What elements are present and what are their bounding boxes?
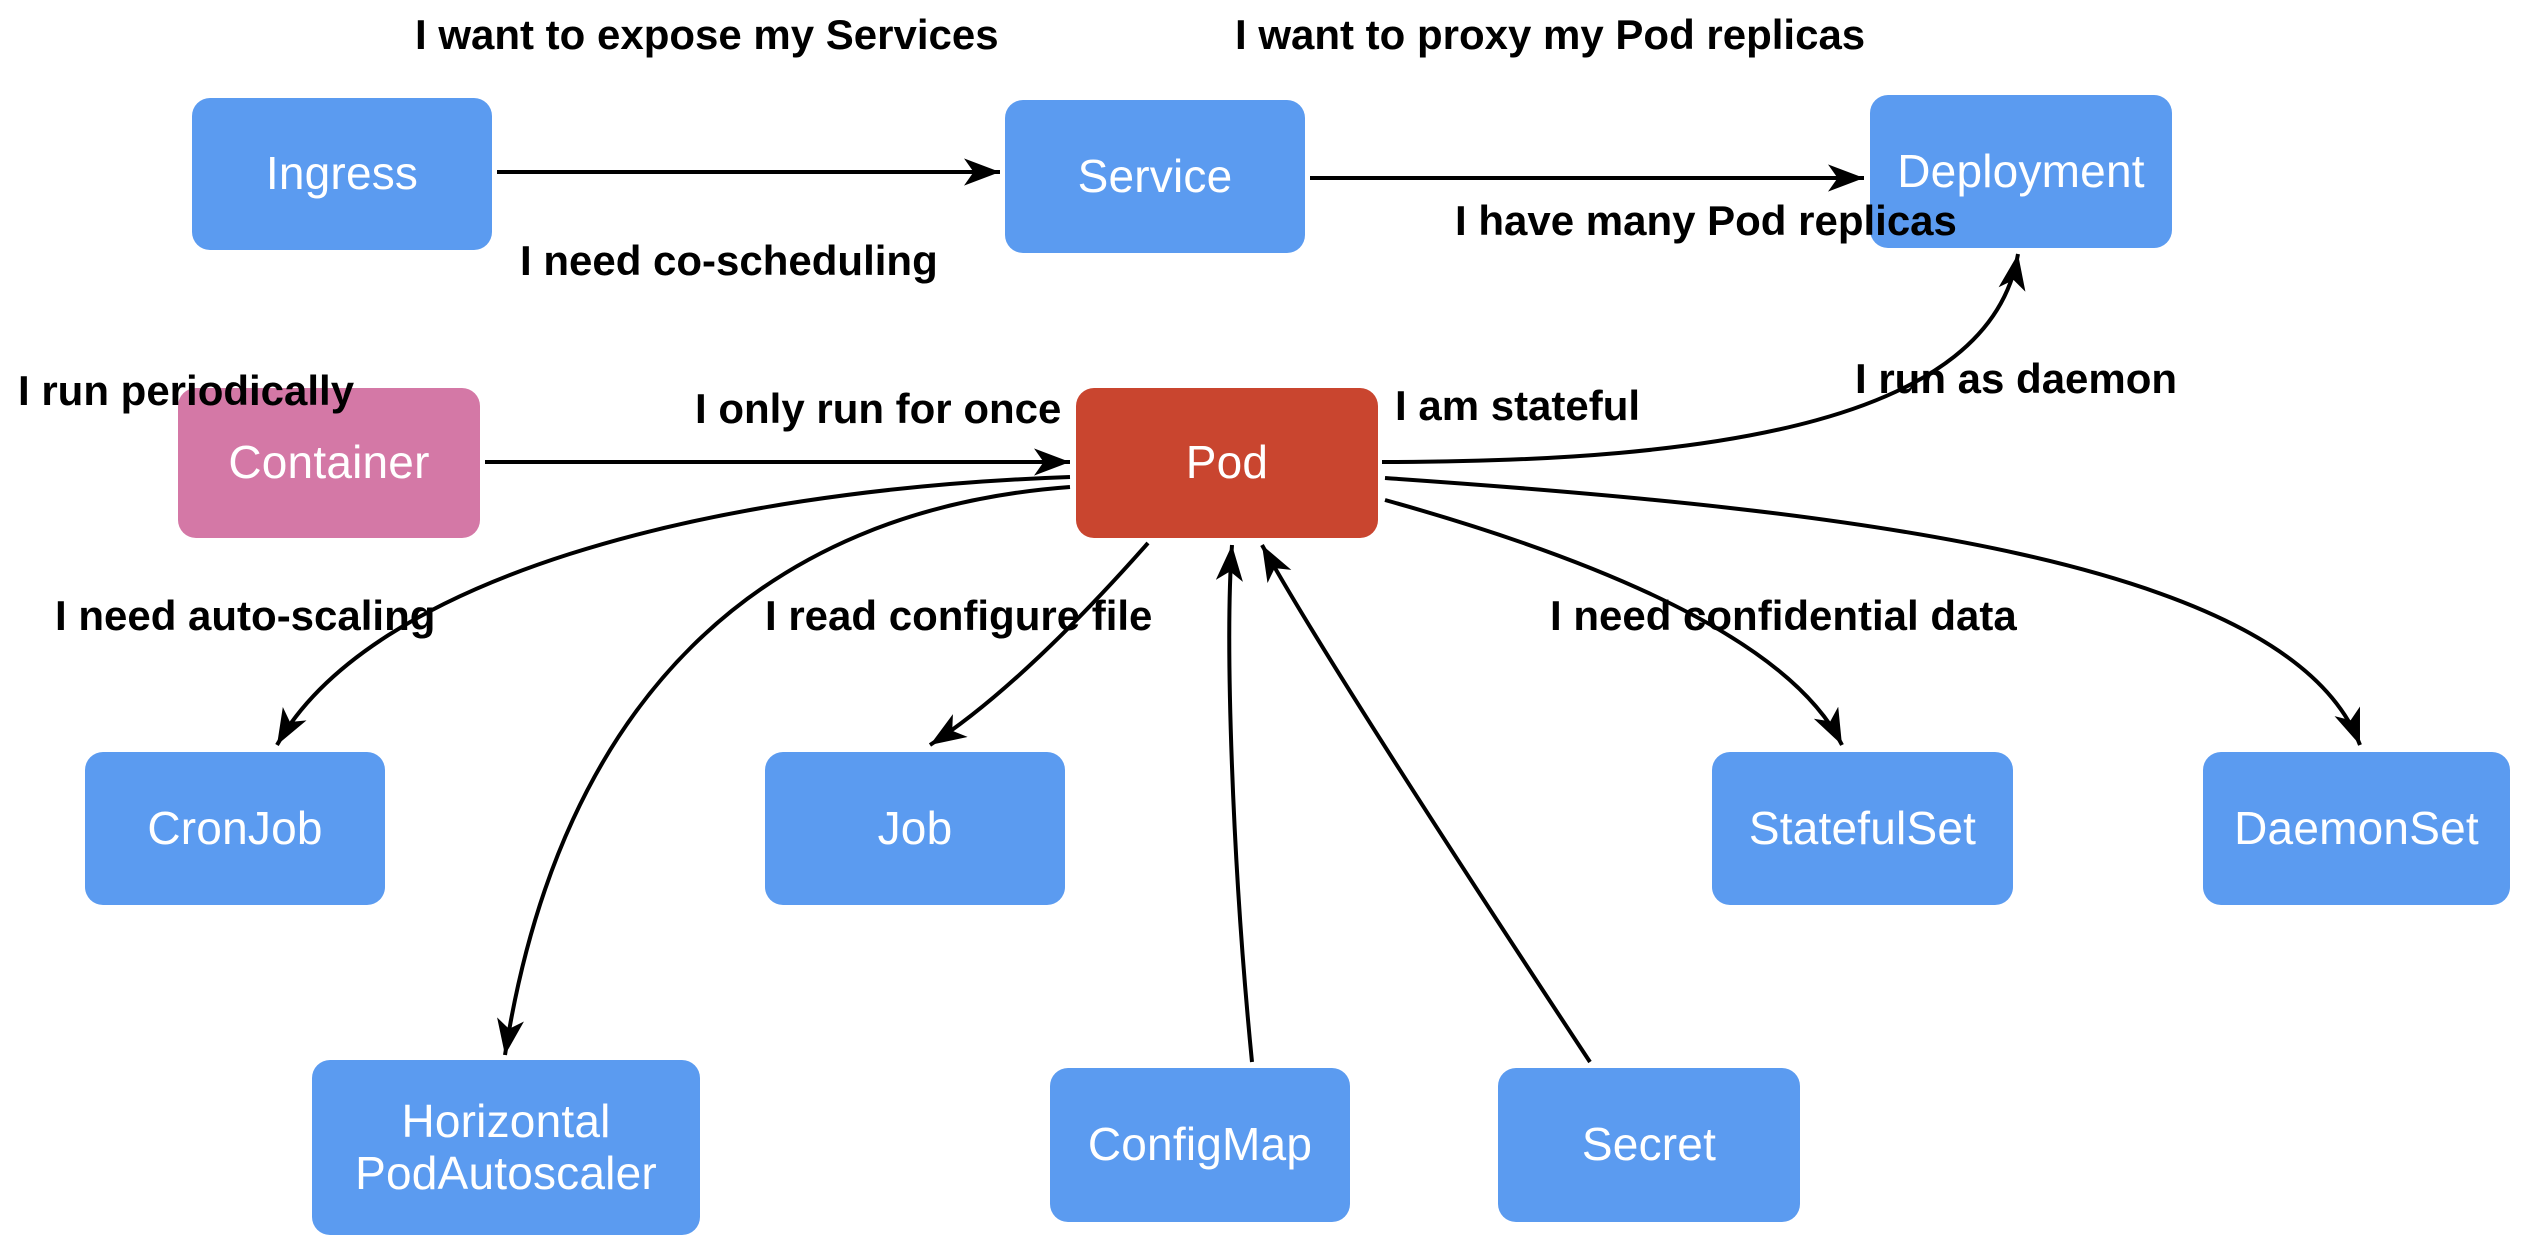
edge-label-configmap-to-pod: I read configure file	[765, 592, 1153, 639]
edge-label-pod-to-statefulset: I am stateful	[1395, 382, 1641, 429]
edge-label-container-to-pod: I need co-scheduling	[520, 237, 938, 284]
edge-label-hpa-to-pod: I need auto-scaling	[55, 592, 436, 639]
node-pod[interactable]: Pod	[1076, 388, 1378, 538]
edge-label-ingress-to-service: I want to expose my Services	[415, 11, 999, 58]
node-cronjob[interactable]: CronJob	[85, 752, 385, 905]
node-statefulset[interactable]: StatefulSet	[1712, 752, 2013, 905]
edge-label-cronjob-to-pod: I run periodically	[18, 367, 355, 414]
edge-secret-to-pod	[1260, 544, 1592, 1064]
edge-label-secret-to-pod: I need confidential data	[1550, 592, 2017, 639]
edge-label-service-to-deployment: I want to proxy my Pod replicas	[1235, 11, 1866, 58]
node-service[interactable]: Service	[1005, 100, 1305, 253]
node-job[interactable]: Job	[765, 752, 1065, 905]
edge-paths	[275, 158, 2362, 1064]
edge-label-job-to-pod: I only run for once	[695, 385, 1062, 432]
edge-job-to-pod	[928, 541, 1150, 747]
edge-label-pod-to-daemonset: I run as daemon	[1855, 355, 2178, 402]
node-ingress[interactable]: Ingress	[192, 98, 492, 250]
node-configmap[interactable]: ConfigMap	[1050, 1068, 1350, 1222]
node-daemonset[interactable]: DaemonSet	[2203, 752, 2510, 905]
node-deployment[interactable]: Deployment	[1870, 95, 2172, 248]
node-hpa[interactable]: Horizontal PodAutoscaler	[312, 1060, 700, 1235]
edge-configmap-to-pod	[1215, 544, 1254, 1063]
node-secret[interactable]: Secret	[1498, 1068, 1800, 1222]
edge-label-pod-to-deployment: I have many Pod replicas	[1455, 197, 1957, 244]
